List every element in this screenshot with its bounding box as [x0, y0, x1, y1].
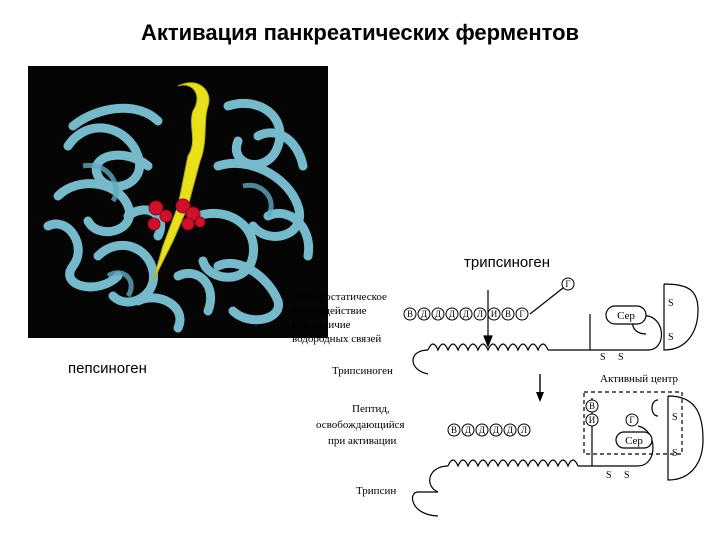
sulfur-6: S: [672, 448, 678, 459]
sulfur-4: S: [618, 352, 624, 363]
peptide-residue-d1: Д: [465, 425, 471, 435]
residue-i: И: [491, 309, 498, 319]
pepsinogen-structure-image: [28, 66, 328, 338]
residue-v: В: [407, 309, 413, 319]
residue-l: Л: [477, 309, 483, 319]
active-residue-v: В: [589, 401, 595, 411]
sulfur-1: S: [668, 298, 674, 309]
residue-d2: Д: [435, 309, 441, 319]
trypsin-scheme-label: Трипсин: [356, 485, 396, 497]
trypsinogen-scheme-label: Трипсиноген: [332, 365, 393, 377]
sulfur-2: S: [668, 332, 674, 343]
peptide-line3: при активации: [328, 435, 397, 447]
residue-g-top: Г: [565, 279, 570, 289]
residue-v2: В: [505, 309, 511, 319]
active-center-label: Активный центр: [600, 373, 679, 385]
sulfur-8: S: [624, 470, 630, 481]
ser-bottom: Сер: [625, 435, 643, 447]
active-residue-g: Г: [629, 415, 634, 425]
ser-top: Сер: [617, 310, 635, 322]
peptide-residue-d3: Д: [493, 425, 499, 435]
peptide-line2: освобождающийся: [316, 419, 405, 431]
pepsinogen-label: пепсиноген: [68, 360, 147, 377]
page-title: Активация панкреатических ферментов: [0, 20, 720, 46]
trypsin-activation-scheme: Электростатическое взаимодействие или на…: [288, 270, 716, 522]
residue-d4: Д: [463, 309, 469, 319]
trypsinogen-top-label: трипсиноген: [464, 254, 550, 271]
peptide-residue-l: Л: [521, 425, 527, 435]
scheme-drawing: Электростатическое взаимодействие или на…: [288, 270, 716, 522]
peptide-line1: Пептид,: [352, 403, 390, 415]
active-residue-i: И: [589, 415, 596, 425]
electrostatic-line4: водородных связей: [292, 333, 381, 345]
peptide-residue-d4: Д: [507, 425, 513, 435]
residue-g: Г: [519, 309, 524, 319]
peptide-residue-d2: Д: [479, 425, 485, 435]
sulfur-7: S: [606, 470, 612, 481]
electrostatic-line1: Электростатическое: [292, 291, 387, 303]
residue-d1: Д: [421, 309, 427, 319]
protein-ribbon-drawing: [28, 66, 328, 338]
peptide-residue-v: В: [451, 425, 457, 435]
electrostatic-line3: или наличие: [292, 319, 351, 331]
electrostatic-line2: взаимодействие: [292, 305, 367, 317]
residue-d3: Д: [449, 309, 455, 319]
sulfur-3: S: [600, 352, 606, 363]
sulfur-5: S: [672, 412, 678, 423]
